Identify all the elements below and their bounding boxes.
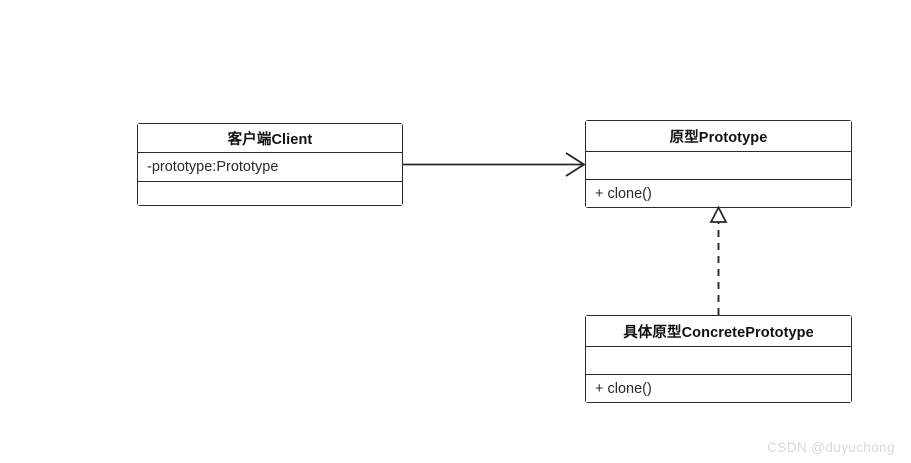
uml-class-concrete-prototype[interactable]: 具体原型ConcretePrototype + clone() — [585, 315, 852, 403]
hollow-triangle-icon — [709, 205, 728, 223]
open-arrow-icon — [565, 152, 586, 177]
class-attributes-concrete-prototype — [586, 346, 851, 374]
uml-class-client[interactable]: 客户端Client -prototype:Prototype — [137, 123, 403, 206]
association-client-to-prototype[interactable] — [403, 152, 586, 177]
class-attributes-prototype — [586, 151, 851, 179]
csdn-watermark: CSDN @duyuchong — [767, 440, 895, 455]
class-name-concrete-prototype: 具体原型ConcretePrototype — [586, 316, 851, 346]
realization-concrete-to-prototype[interactable] — [709, 205, 728, 316]
class-name-client: 客户端Client — [138, 124, 402, 152]
class-attributes-client: -prototype:Prototype — [138, 152, 402, 181]
class-operations-prototype: + clone() — [586, 179, 851, 207]
class-operations-concrete-prototype: + clone() — [586, 374, 851, 402]
class-operations-client — [138, 181, 402, 205]
class-name-prototype: 原型Prototype — [586, 121, 851, 151]
uml-class-prototype[interactable]: 原型Prototype + clone() — [585, 120, 852, 208]
